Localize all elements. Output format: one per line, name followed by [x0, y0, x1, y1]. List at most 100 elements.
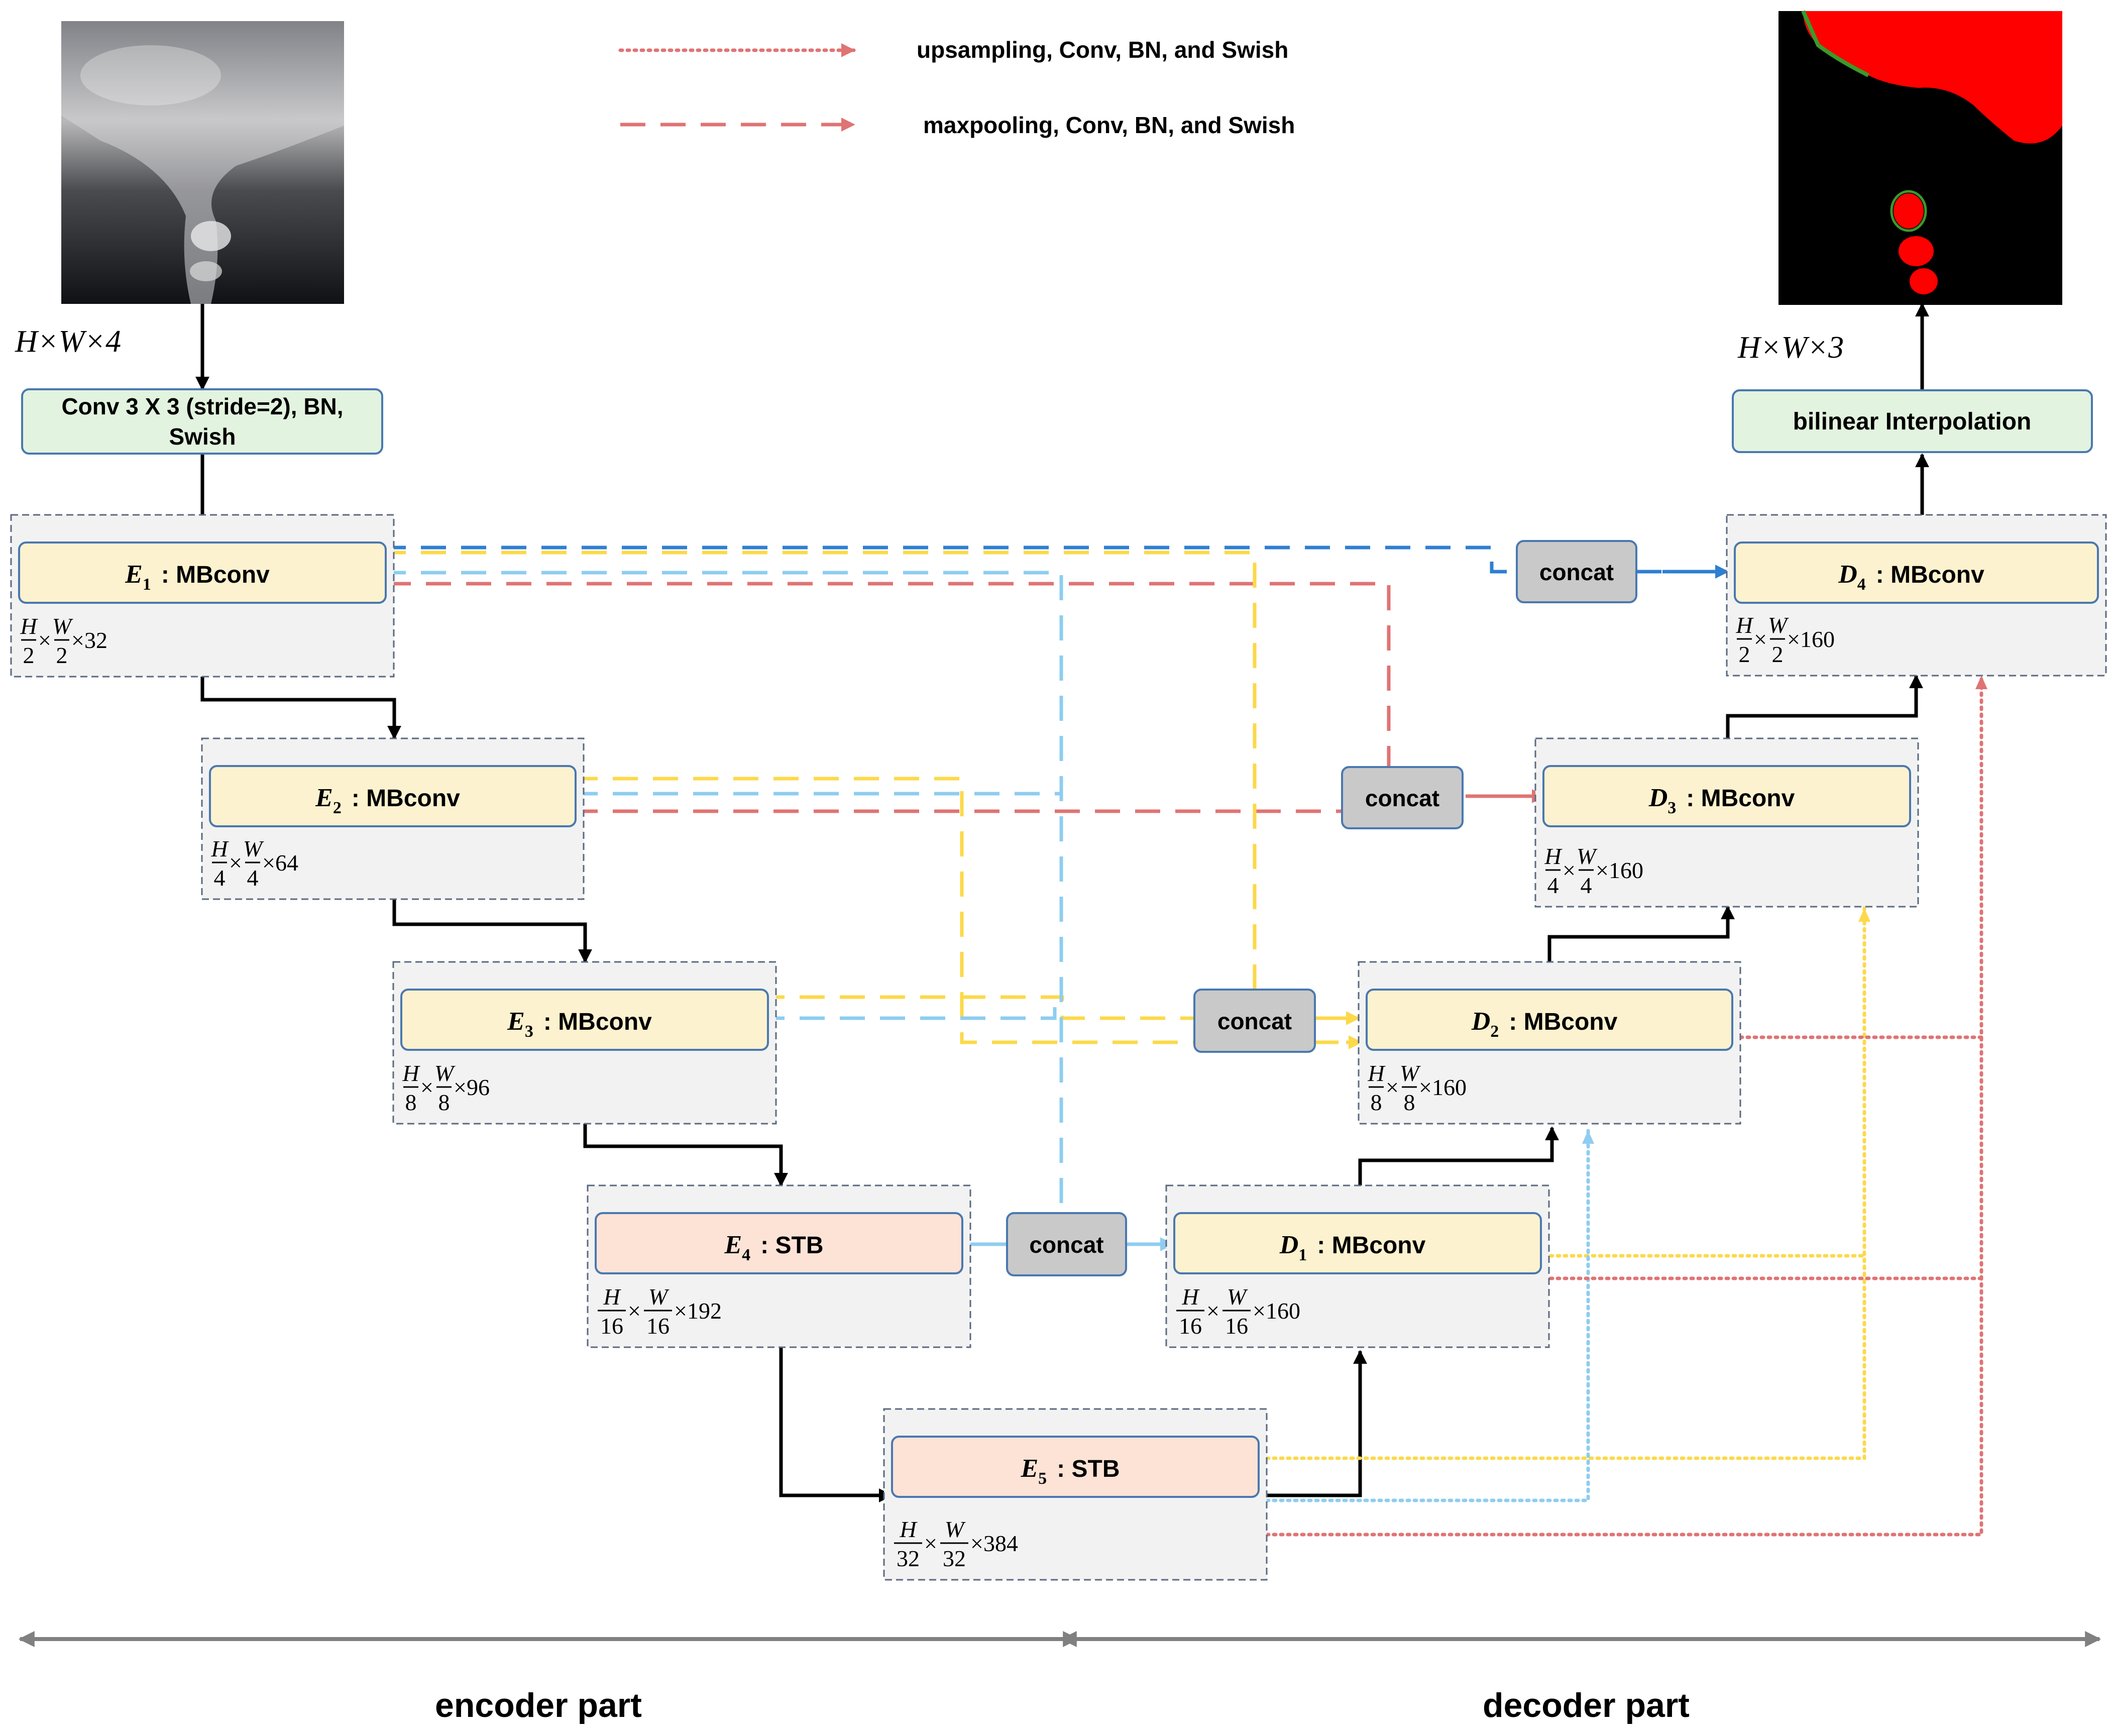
- svg-text:16: 16: [600, 1313, 623, 1339]
- block-d4-title: D4: MBconv: [1838, 560, 1984, 594]
- block-e3-inner: [400, 989, 769, 1051]
- block-d2-inner: [1366, 989, 1733, 1051]
- svg-text:W: W: [243, 836, 264, 861]
- part-axis: encoder part decoder part: [18, 1631, 2101, 1724]
- block-d4-height-fraction: H2: [1735, 612, 1754, 667]
- block-d2-height-fraction: H8: [1367, 1060, 1386, 1115]
- block-d2-title: D2: MBconv: [1471, 1007, 1618, 1041]
- decoder-part-label: decoder part: [1483, 1686, 1690, 1724]
- block-e4-inner: [595, 1212, 963, 1274]
- concat-d1-label: concat: [1029, 1232, 1103, 1258]
- svg-text:H: H: [402, 1060, 420, 1086]
- encoder-part-label: encoder part: [435, 1686, 642, 1724]
- block-d3-times: ×: [1563, 857, 1576, 883]
- svg-text:H: H: [1735, 612, 1754, 638]
- svg-text:16: 16: [646, 1313, 670, 1339]
- svg-text:2: 2: [1772, 641, 1784, 667]
- svg-text:H: H: [1544, 843, 1563, 869]
- svg-text:4: 4: [1581, 873, 1592, 898]
- block-d1-times: ×: [1206, 1298, 1219, 1324]
- block-d4-times: ×: [1754, 626, 1767, 652]
- input-dims-label: H×W×4: [15, 324, 121, 359]
- block-e3-width-fraction: W8: [434, 1060, 456, 1115]
- svg-text:W: W: [945, 1516, 966, 1542]
- svg-text:32: 32: [897, 1546, 920, 1571]
- block-d3-height-fraction: H4: [1544, 843, 1563, 898]
- svg-text:8: 8: [438, 1090, 450, 1115]
- block-e5-channels: ×384: [970, 1531, 1018, 1556]
- concat-d3-label: concat: [1365, 785, 1439, 811]
- legend: upsampling, Conv, BN, and Swish maxpooli…: [618, 37, 1295, 138]
- block-d4-width-fraction: W2: [1768, 612, 1789, 667]
- maxpool-red-paths: [386, 582, 1546, 813]
- svg-text:W: W: [1577, 843, 1598, 869]
- svg-text:2: 2: [1739, 641, 1750, 667]
- stem-label-line1: Conv 3 X 3 (stride=2), BN,: [61, 393, 343, 419]
- block-e2-width-fraction: W4: [243, 836, 264, 891]
- concat-d2-label: concat: [1217, 1008, 1292, 1034]
- block-e4-title: E4: STB: [724, 1231, 823, 1264]
- svg-text:W: W: [1227, 1284, 1248, 1310]
- block-e2-times: ×: [229, 850, 242, 876]
- block-e2-inner: [209, 765, 577, 827]
- concat-d1: concat: [1006, 1212, 1127, 1276]
- dark-blue-dashed-paths: [381, 546, 1670, 574]
- svg-text:W: W: [52, 613, 73, 639]
- upsample-dotted-paths: [1265, 674, 1983, 1537]
- block-d2-width-fraction: W8: [1400, 1060, 1421, 1115]
- block-e3-channels: ×96: [454, 1074, 490, 1100]
- concat-layer: concat concat concat concat: [1006, 540, 1637, 1276]
- block-d1-inner: [1173, 1212, 1542, 1274]
- legend-upsampling-label: upsampling, Conv, BN, and Swish: [917, 37, 1288, 63]
- block-d1-channels: ×160: [1253, 1298, 1300, 1324]
- svg-text:4: 4: [214, 865, 226, 891]
- svg-text:8: 8: [1404, 1090, 1415, 1115]
- block-d4-inner: [1734, 541, 2099, 604]
- block-e3-times: ×: [420, 1074, 433, 1100]
- svg-text:H: H: [899, 1516, 918, 1542]
- svg-text:H: H: [210, 836, 229, 861]
- input-image: [61, 21, 344, 304]
- block-e3-height-fraction: H8: [402, 1060, 420, 1115]
- svg-text:2: 2: [23, 642, 35, 668]
- concat-d4-label: concat: [1539, 559, 1614, 585]
- upsample-arrowheads: [1582, 676, 1987, 1144]
- block-e5-title: E5: STB: [1020, 1454, 1120, 1488]
- block-e5-height-fraction: H 32: [894, 1516, 922, 1571]
- concat-d2: concat: [1193, 989, 1316, 1053]
- block-e1-times: ×: [38, 627, 51, 653]
- svg-text:4: 4: [247, 865, 259, 891]
- block-e4-height-fraction: H 16: [598, 1284, 626, 1339]
- head-label: bilinear Interpolation: [1793, 408, 2032, 435]
- bilinear-interpolation-block: bilinear Interpolation: [1732, 389, 2093, 453]
- svg-text:W: W: [1768, 612, 1789, 638]
- stem-label-line2: Swish: [169, 423, 236, 450]
- svg-text:W: W: [434, 1060, 456, 1086]
- block-e2-channels: ×64: [262, 850, 298, 876]
- svg-text:16: 16: [1179, 1313, 1202, 1339]
- output-mask-image: [1778, 10, 2062, 305]
- svg-text:H: H: [20, 613, 38, 639]
- svg-text:H: H: [1181, 1284, 1200, 1310]
- block-e4-times: ×: [628, 1298, 641, 1324]
- output-dims-label: H×W×3: [1737, 331, 1844, 365]
- block-d3-width-fraction: W4: [1577, 843, 1598, 898]
- svg-text:32: 32: [943, 1546, 966, 1571]
- svg-text:H: H: [603, 1284, 621, 1310]
- svg-text:W: W: [648, 1284, 670, 1310]
- block-d3-inner: [1542, 765, 1911, 827]
- block-e1-width-fraction: W2: [52, 613, 73, 668]
- block-e5-width-fraction: W 32: [940, 1516, 968, 1571]
- block-d2-times: ×: [1386, 1074, 1399, 1100]
